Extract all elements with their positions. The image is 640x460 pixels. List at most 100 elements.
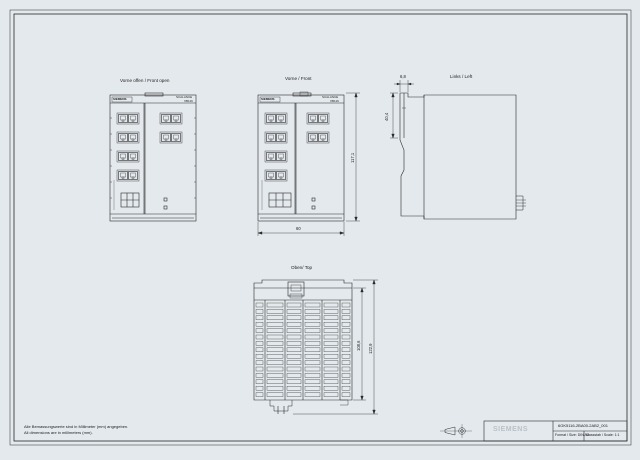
vent-slot <box>323 309 339 314</box>
vent-slot <box>304 366 321 372</box>
vent-slot <box>266 315 284 320</box>
vent-slot <box>341 341 351 346</box>
rj45-port-icon <box>318 114 328 123</box>
vent-slot <box>323 341 339 346</box>
port-pair <box>159 131 183 144</box>
vent-slot <box>323 328 339 333</box>
vent-slot <box>266 366 284 372</box>
vent-slot <box>266 322 284 327</box>
dim-width <box>257 222 345 236</box>
vent-slot <box>255 386 264 391</box>
dim-top-depth-1 <box>353 287 366 401</box>
format-label: Format / Size: DIN A3 <box>555 433 589 437</box>
vent-slot <box>286 354 302 359</box>
front-open-view <box>109 92 197 222</box>
vent-slot <box>341 309 351 314</box>
vent-slot <box>323 315 339 320</box>
top-view <box>253 279 378 415</box>
vent-slot <box>341 386 351 391</box>
vent-slot <box>304 341 321 346</box>
vent-slot <box>304 302 321 308</box>
vent-slot <box>266 302 284 308</box>
title-block-logo: SIEMENS <box>493 426 529 433</box>
front-view-title: Vorne / Front <box>285 76 312 81</box>
vent-slot <box>323 392 339 397</box>
vent-slot <box>286 379 302 384</box>
dim-din-height <box>390 92 398 139</box>
projection-symbol-icon <box>440 424 472 438</box>
vent-slot <box>304 386 321 391</box>
vent-slot <box>323 386 339 391</box>
vent-slot <box>323 354 339 359</box>
vent-slot <box>266 341 284 346</box>
vent-slot <box>266 347 284 352</box>
vent-slot <box>341 315 351 320</box>
vent-slot <box>341 366 351 372</box>
vent-slot <box>266 373 284 378</box>
vent-slot <box>286 360 302 365</box>
vent-slot <box>304 360 321 365</box>
port-pair <box>306 112 330 125</box>
vent-slot <box>255 379 264 384</box>
vent-slot <box>341 302 351 308</box>
vent-slot <box>304 354 321 359</box>
device-brand-label: SIEMENS <box>113 97 127 101</box>
rj45-port-icon <box>128 114 138 123</box>
vent-slot <box>304 328 321 333</box>
left-view-title: Links / Left <box>450 74 473 79</box>
port-pair <box>264 112 288 125</box>
vent-slot <box>323 379 339 384</box>
device-product-label: SCALANCE <box>176 95 193 99</box>
vent-slot <box>304 392 321 397</box>
front-view <box>257 91 360 236</box>
vent-slot <box>286 373 302 378</box>
rj45-port-icon <box>266 171 276 180</box>
dim-din-height-label: 40,4 <box>384 112 389 121</box>
dim-top-depth-2 <box>293 279 378 415</box>
rj45-port-icon <box>161 133 171 142</box>
dim-top-depth-1-label: 108,6 <box>356 340 361 351</box>
vent-slot <box>304 334 321 340</box>
vent-slot <box>266 328 284 333</box>
dim-depth-top <box>394 80 414 92</box>
vent-slot <box>255 302 264 308</box>
vent-slot <box>304 373 321 378</box>
dim-height <box>346 92 360 222</box>
vent-slot <box>266 309 284 314</box>
port-pair <box>264 169 288 182</box>
vent-slot <box>266 334 284 340</box>
vent-slot <box>255 334 264 340</box>
vent-slot <box>286 334 302 340</box>
rj45-port-icon <box>308 114 318 123</box>
vent-slot <box>255 360 264 365</box>
rj45-port-icon <box>266 152 276 161</box>
dim-height-label: 117,1 <box>350 152 355 163</box>
port-pair <box>264 150 288 163</box>
vent-slot <box>255 347 264 352</box>
port-pair <box>116 131 140 144</box>
vent-slot <box>266 354 284 359</box>
vent-slot <box>323 347 339 352</box>
port-pair <box>116 150 140 163</box>
rj45-port-icon <box>128 171 138 180</box>
rj45-port-icon <box>318 133 328 142</box>
vent-slot <box>286 309 302 314</box>
vent-slot <box>304 322 321 327</box>
device-model-label: XB116 <box>184 99 193 103</box>
vent-slot <box>266 360 284 365</box>
vent-slot <box>286 366 302 372</box>
vent-slot <box>323 366 339 372</box>
title-block <box>483 420 628 442</box>
vent-slot <box>255 366 264 372</box>
rj45-port-icon <box>276 152 286 161</box>
rj45-port-icon <box>308 133 318 142</box>
rj45-port-icon <box>171 133 181 142</box>
port-pair <box>159 112 183 125</box>
vent-slot <box>286 322 302 327</box>
rj45-port-icon <box>171 114 181 123</box>
vent-slot <box>323 322 339 327</box>
vent-slot <box>341 373 351 378</box>
port-pair <box>264 131 288 144</box>
dim-depth-top-label: 6,8 <box>400 74 406 79</box>
